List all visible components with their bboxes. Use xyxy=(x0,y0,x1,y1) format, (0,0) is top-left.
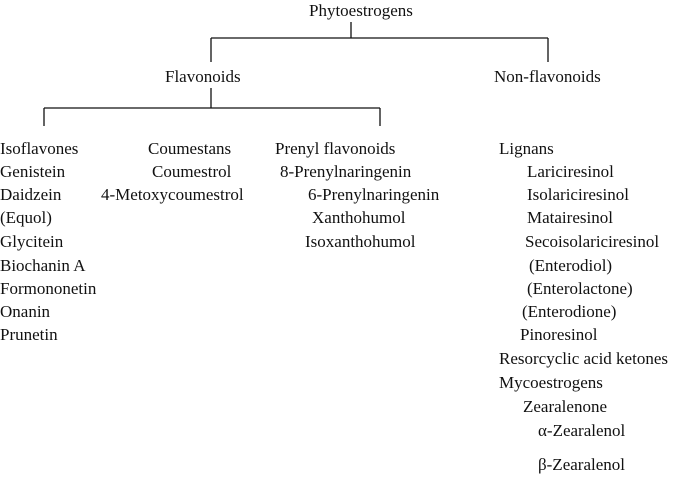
list-item: Prunetin xyxy=(0,325,58,344)
list-item: (Enterolactone) xyxy=(527,279,633,298)
coumestans-heading: Coumestans xyxy=(148,139,232,158)
list-item: (Enterodione) xyxy=(522,302,617,321)
list-item: Daidzein xyxy=(0,185,62,204)
list-item: Zearalenone xyxy=(523,397,607,416)
list-item: Lariciresinol xyxy=(527,162,614,181)
list-item: Isoxanthohumol xyxy=(305,232,416,251)
list-item: β-Zearalenol xyxy=(538,455,625,474)
list-item: (Equol) xyxy=(0,208,52,227)
list-item: (Enterodiol) xyxy=(529,256,613,275)
list-item: Genistein xyxy=(0,162,66,181)
list-item: Formononetin xyxy=(0,279,97,298)
list-item: α-Zearalenol xyxy=(538,421,626,440)
list-item: Glycitein xyxy=(0,232,64,251)
root-label: Phytoestrogens xyxy=(309,1,413,20)
lignans-heading: Lignans xyxy=(499,139,554,158)
list-item: Matairesinol xyxy=(527,208,613,227)
non-flavonoids-label: Non-flavonoids xyxy=(494,67,601,86)
list-item: 6-Prenylnaringenin xyxy=(308,185,440,204)
list-item: Isolariciresinol xyxy=(527,185,629,204)
list-item: Secoisolariciresinol xyxy=(525,232,660,251)
list-item: Onanin xyxy=(0,302,51,321)
flavonoids-label: Flavonoids xyxy=(165,67,241,86)
isoflavones-heading: Isoflavones xyxy=(0,139,79,158)
list-item: Biochanin A xyxy=(0,256,86,275)
list-item: Coumestrol xyxy=(152,162,232,181)
mycoestrogens-heading: Mycoestrogens xyxy=(499,373,603,392)
list-item: Xanthohumol xyxy=(312,208,406,227)
list-item: 4-Metoxycoumestrol xyxy=(101,185,244,204)
resorcyclic-acid-ketones: Resorcyclic acid ketones xyxy=(499,349,668,368)
list-item: 8-Prenylnaringenin xyxy=(280,162,412,181)
list-item: Pinoresinol xyxy=(520,325,598,344)
prenyl-flavonoids-heading: Prenyl flavonoids xyxy=(275,139,396,158)
